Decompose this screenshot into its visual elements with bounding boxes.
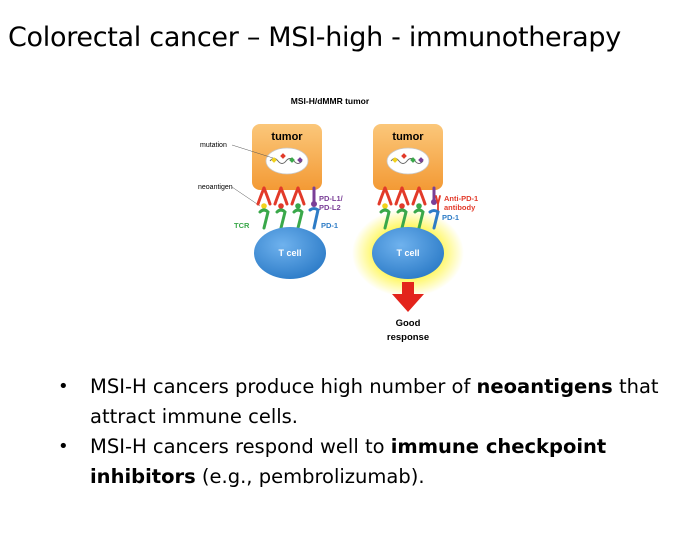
left-pdl1-head [311,201,317,207]
antibody-label-line2: antibody [444,203,476,212]
neoantigen-icon [295,203,301,209]
left-mutation-marker-icon [280,153,286,159]
right-mutation-marker-icon [418,157,424,163]
left-nucleus [265,147,309,175]
left-pd1-label: PD-1 [321,221,338,230]
bullet-text-bold: neoantigens [476,375,613,398]
right-nucleus [386,147,430,175]
right-mutation-marker-icon [392,157,398,163]
bullet-text-part: MSI-H cancers respond well to [90,435,391,458]
neoantigen-icon [278,203,284,209]
msi-diagram: MSI-H/dMMR tumor tumor mutation neoantig… [180,88,480,358]
right-tumor-label: tumor [392,131,424,143]
tcr-label: TCR [234,221,250,230]
bullet-text-part: that attract immune cells. [90,375,659,428]
mutation-label: mutation [200,142,227,149]
bullet-item: • MSI-H cancers respond well to immune c… [56,432,676,492]
left-t-cell-label: T cell [278,248,301,258]
bullet-text: MSI-H cancers produce high number of neo… [90,375,659,428]
neoantigen-icon [416,203,422,209]
neoantigen-icon [261,203,267,209]
pdl-label-line2: PD-L2 [319,203,341,212]
pdl-label-line1: PD-L1/ [319,194,344,203]
right-pd1-receptor [428,209,440,230]
right-mhc-receptors [377,186,427,206]
left-tcr-receptors [258,208,304,230]
mutation-leader-line [231,144,274,159]
right-t-cell [372,227,444,279]
bullet-text-part: MSI-H cancers produce high number of [90,375,477,398]
bullet-list: • MSI-H cancers produce high number of n… [56,372,676,492]
result-label-line2: response [387,332,429,343]
right-pdl1-head [431,199,437,205]
neoantigen-leader-line [231,186,261,207]
right-t-cell-label: T cell [396,248,419,258]
left-pd1-receptor [308,207,320,230]
msi-diagram-svg: MSI-H/dMMR tumor tumor mutation neoantig… [198,96,478,343]
neoantigen-label: neoantigen [198,184,233,191]
bullet-item: • MSI-H cancers produce high number of n… [56,372,676,432]
antibody-label-line1: Anti-PD-1 [444,194,478,203]
result-label-line1: Good [396,318,421,329]
left-mutation-marker-icon [289,157,295,163]
neoantigen-icon [382,203,388,209]
diagram-heading: MSI-H/dMMR tumor [291,96,370,106]
right-tcr-receptors [379,208,425,230]
slide-title: Colorectal cancer – MSI-high - immunothe… [8,22,621,53]
right-mutation-marker-icon [401,153,407,159]
right-pd1-label: PD-1 [442,213,459,222]
left-mhc-receptors [256,186,306,206]
right-panel: tumor Anti-PD-1 antibody [352,124,478,343]
left-mutation-marker-icon [297,157,303,163]
right-mutation-marker-icon [410,157,416,163]
left-t-cell [254,227,326,279]
left-tumor-label: tumor [271,131,303,143]
bullet-text-bold: immune checkpoint inhibitors [90,435,607,488]
left-panel: tumor mutation neoantigen [198,124,344,279]
neoantigen-icon [399,203,405,209]
bullet-text-part: (e.g., pembrolizumab). [195,465,425,488]
bullet-dot-icon: • [58,376,69,397]
bullet-text: MSI-H cancers respond well to immune che… [90,435,606,488]
bullet-dot-icon: • [58,436,69,457]
good-response-arrow-icon [392,282,424,312]
left-mutation-marker-icon [271,157,277,163]
